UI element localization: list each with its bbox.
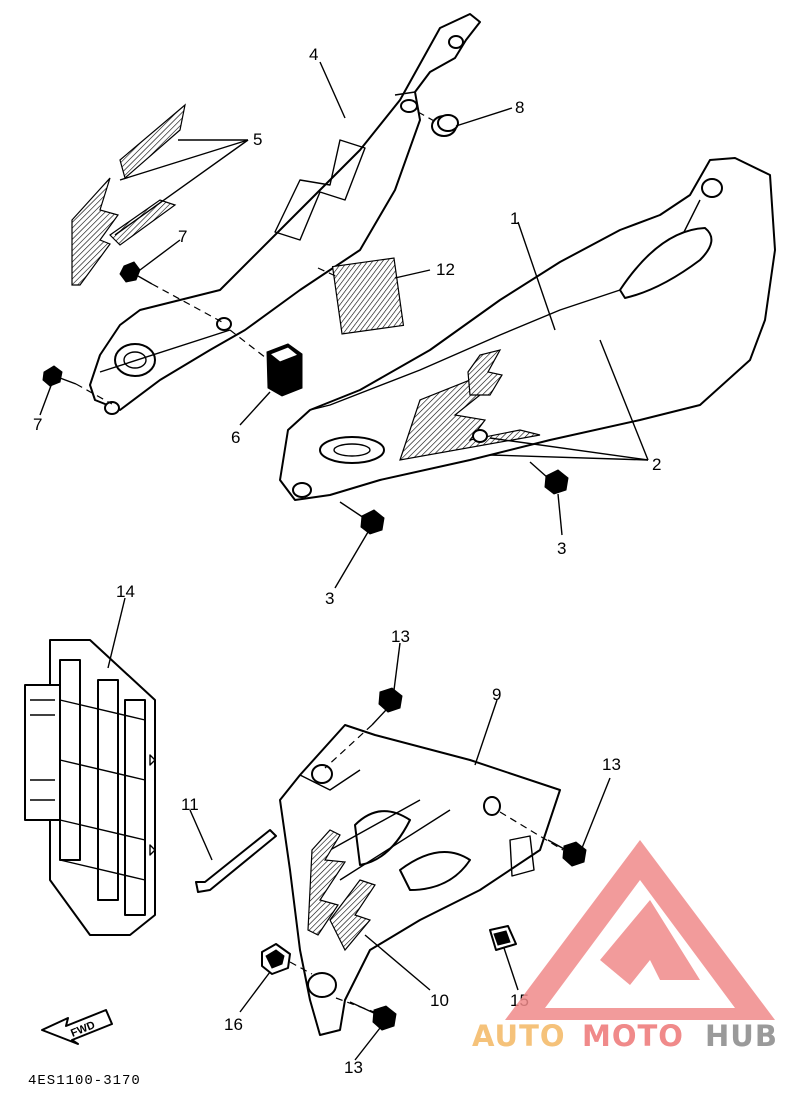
part-13-bolt-top <box>371 687 403 726</box>
part-14-radiator-guard <box>24 639 156 936</box>
watermark-hub: HUB <box>705 1019 778 1053</box>
callout-11: 11 <box>181 795 199 814</box>
part-1-side-panel <box>279 157 776 501</box>
callout-6: 6 <box>231 428 240 447</box>
callout-9: 9 <box>492 685 501 704</box>
callout-labels: 4 5 8 7 12 1 7 6 2 3 3 14 13 9 13 11 10 … <box>33 45 661 1077</box>
part-7-bolt-upper <box>119 261 153 285</box>
callout-8: 8 <box>515 98 524 117</box>
part-3-bolt-left <box>339 501 385 535</box>
callout-13-top: 13 <box>391 627 410 646</box>
part-3-bolt-right <box>529 461 569 495</box>
part-4-side-cover <box>89 13 481 415</box>
callout-7-lower: 7 <box>33 415 42 434</box>
callout-1: 1 <box>510 209 519 228</box>
callout-4: 4 <box>309 45 318 64</box>
part-13-bolt-bottom <box>349 1001 397 1031</box>
part-15-clip-nut <box>489 925 517 951</box>
watermark-logo <box>505 840 775 1020</box>
callout-12: 12 <box>436 260 455 279</box>
part-12-pad <box>331 257 405 335</box>
callout-2: 2 <box>652 455 661 474</box>
callout-5: 5 <box>253 130 262 149</box>
callout-3-left: 3 <box>325 589 334 608</box>
part-9-shroud <box>279 724 561 1036</box>
callout-13-right: 13 <box>602 755 621 774</box>
watermark-triangle-icon <box>505 840 775 1020</box>
callout-14: 14 <box>116 582 135 601</box>
drawing-code: 4ES1100-3170 <box>28 1073 141 1089</box>
callout-10: 10 <box>430 991 449 1010</box>
part-11-rod <box>195 829 277 893</box>
callout-16: 16 <box>224 1015 243 1034</box>
fwd-arrow: FWD <box>41 1009 113 1045</box>
part-8-grommet <box>431 114 459 137</box>
part-6-damper <box>266 343 303 397</box>
callout-13-bottom: 13 <box>344 1058 363 1077</box>
callout-7-upper: 7 <box>178 227 187 246</box>
leader-lines <box>39 61 649 1061</box>
part-5-decals <box>71 103 186 286</box>
part-13-bolt-right <box>547 839 587 867</box>
part-7-bolt-lower <box>42 365 77 387</box>
watermark-moto: MOTO <box>582 1019 684 1053</box>
watermark-auto: AUTO <box>472 1019 566 1053</box>
watermark-text: AUTO MOTO HUB <box>472 1019 778 1053</box>
callout-3-right: 3 <box>557 539 566 558</box>
part-16-clip <box>261 943 291 975</box>
